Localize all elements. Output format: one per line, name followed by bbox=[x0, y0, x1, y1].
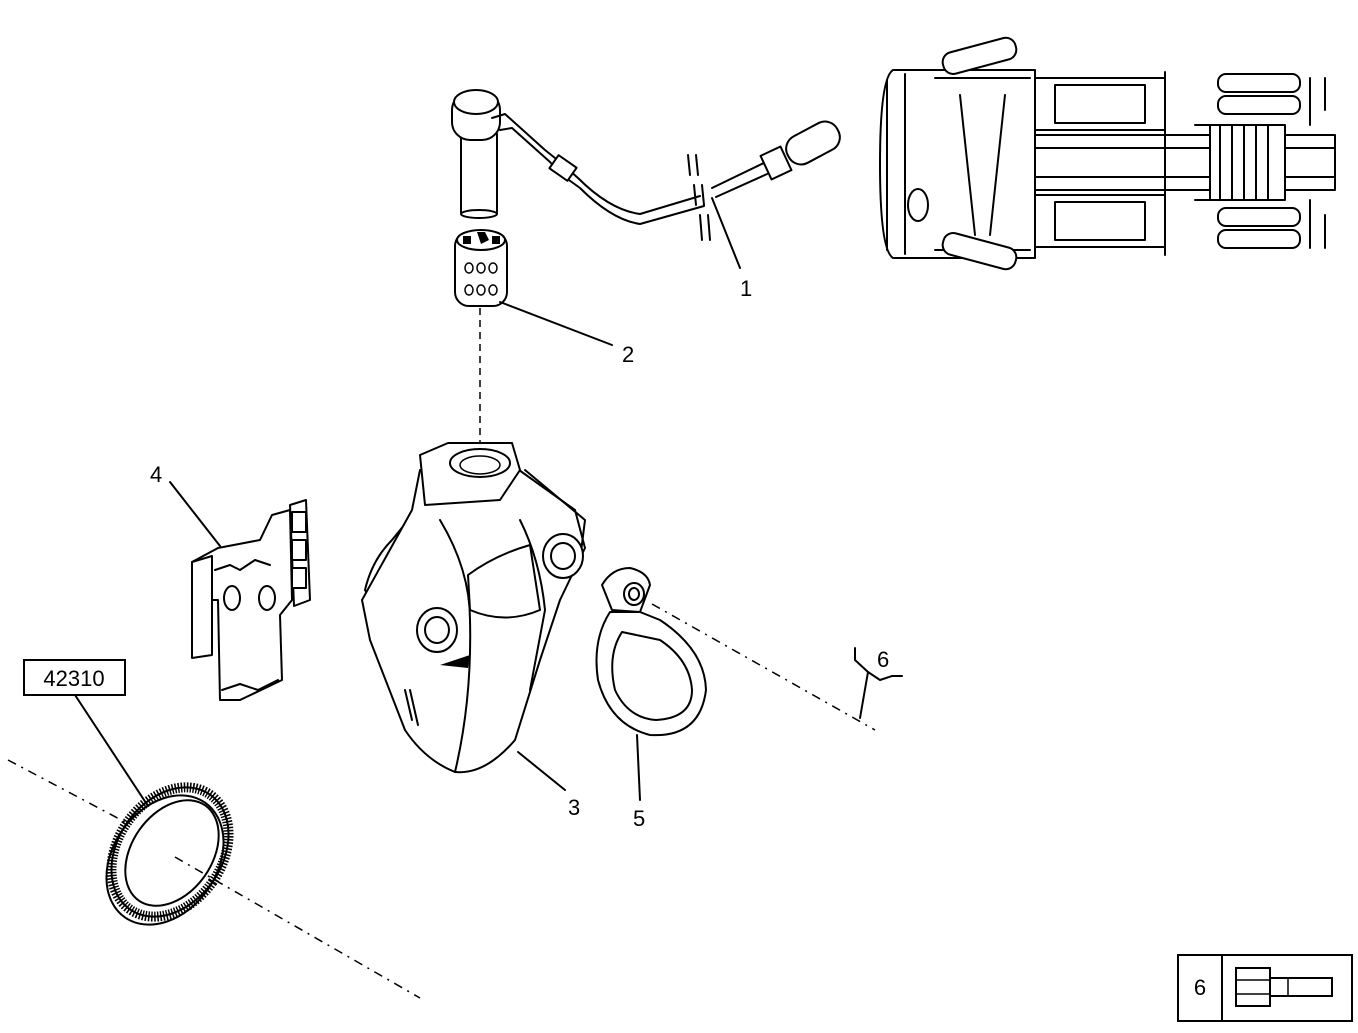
clip-plate bbox=[191, 499, 311, 701]
bolt-marker bbox=[854, 647, 869, 719]
ring-axis-left bbox=[7, 759, 126, 823]
callout-1: 1 bbox=[740, 276, 752, 301]
sensor-sleeve bbox=[454, 229, 508, 307]
sensor-holder-bracket bbox=[361, 442, 586, 774]
truck-top-view bbox=[879, 36, 1336, 271]
speed-sensor-cable bbox=[451, 89, 841, 241]
p-clamp bbox=[595, 567, 707, 737]
reference-box-label: 42310 bbox=[43, 666, 104, 691]
ring-axis-right bbox=[174, 856, 421, 999]
bolt-icon bbox=[1235, 967, 1333, 1007]
legend-table: 6 bbox=[1177, 954, 1353, 1022]
leader-lines bbox=[74, 197, 741, 807]
tone-ring bbox=[105, 782, 234, 926]
callout-6: 6 bbox=[877, 647, 889, 672]
callout-5: 5 bbox=[633, 806, 645, 831]
bolt-axis bbox=[651, 603, 876, 731]
callout-4: 4 bbox=[150, 462, 162, 487]
legend-number: 6 bbox=[1194, 975, 1206, 1000]
callout-2: 2 bbox=[622, 342, 634, 367]
reference-box[interactable]: 42310 bbox=[23, 659, 126, 696]
callout-3: 3 bbox=[568, 795, 580, 820]
